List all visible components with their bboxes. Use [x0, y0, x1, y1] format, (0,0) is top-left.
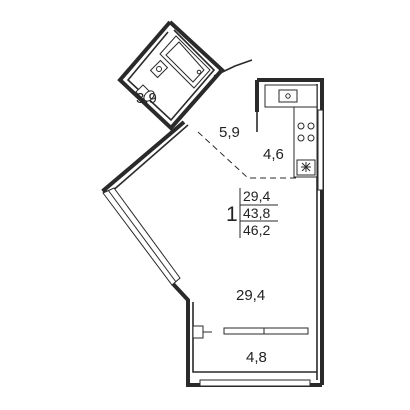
hall-partition — [197, 131, 296, 179]
bathroom-ventilation-line — [213, 59, 253, 77]
window-bottom — [199, 379, 311, 387]
radiator-icon — [192, 325, 212, 339]
living-area-value: 29,4 — [243, 188, 270, 204]
balcony-area-label: 4,8 — [246, 349, 267, 366]
balcony-door — [223, 327, 309, 335]
rooms-count-label: 1 — [226, 203, 238, 226]
stove-icon — [297, 122, 315, 142]
sink-icon — [149, 59, 169, 79]
bathtub-icon — [159, 35, 211, 89]
hall-area-label: 5,9 — [219, 124, 240, 141]
kitchen-sink-icon — [278, 89, 298, 103]
bathroom-area-label: 3,9 — [136, 90, 157, 107]
window-left — [102, 187, 181, 286]
unit-summary — [239, 188, 278, 238]
total-area-value: 43,8 — [243, 205, 270, 221]
total-with-balcony-value: 46,2 — [243, 222, 270, 238]
toilet-icon — [135, 84, 155, 102]
fridge-icon — [296, 159, 316, 176]
kitchen-area-label: 4,6 — [263, 146, 284, 163]
window-right — [317, 109, 324, 191]
bathroom-walls — [117, 20, 225, 131]
living-area-label: 29,4 — [236, 287, 265, 304]
